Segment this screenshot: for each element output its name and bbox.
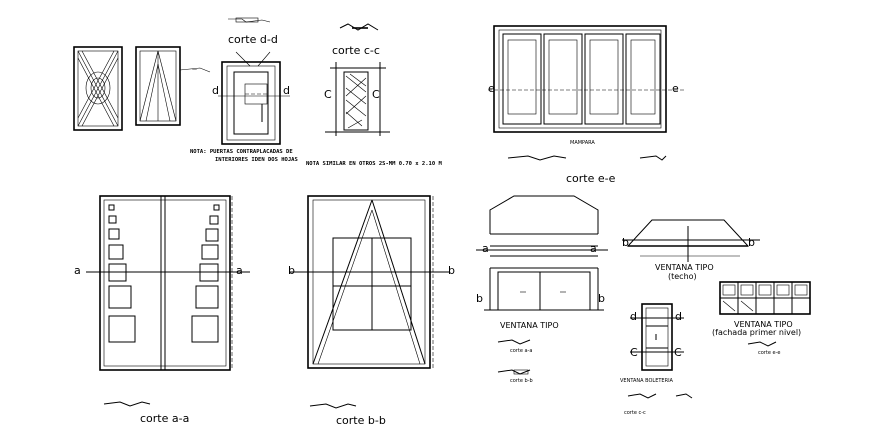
detail-ventana-boleteria: d d C C VENTANA BOLETERIA corte c-c <box>620 303 693 416</box>
marker-e-left: e <box>488 82 495 95</box>
caption-ventana-fachada-2: (fachada primer nivel) <box>712 328 801 337</box>
aa-squares-left <box>108 204 136 343</box>
marker-b-right-vt: b <box>598 292 605 305</box>
marker-c-right: C <box>372 88 380 101</box>
door-elevation-x-pattern <box>73 46 123 131</box>
detail-ventana-techo: b b VENTANA TIPO (techo) <box>622 219 760 281</box>
detail-corte-aa: a a corte a-a <box>74 195 250 425</box>
marker-d-right: d <box>283 84 290 97</box>
marker-d-left-bol: d <box>630 310 637 323</box>
detail-corte-dd: corte d-d d d <box>212 17 290 145</box>
marker-a-left-aa: a <box>74 264 81 277</box>
caption-corte-ee: corte e-e <box>566 172 616 185</box>
marker-a-right-aa: a <box>236 264 243 277</box>
caption-corte-dd: corte d-d <box>228 33 278 46</box>
marker-a-left-vt: a <box>482 242 489 255</box>
door-elevation-v-pattern: — <box>135 46 211 126</box>
mampara-elevation: e e MAMPARA corte e-e <box>488 25 686 185</box>
marker-e-right: e <box>672 82 679 95</box>
aa-squares-right <box>191 204 220 343</box>
mampara-panels <box>502 33 661 125</box>
marker-c-right-bol: C <box>674 346 682 359</box>
caption-ventana-boleteria: VENTANA BOLETERIA <box>620 378 674 384</box>
caption-ventana-techo-2: (techo) <box>668 272 697 281</box>
caption-sub-corte-bb: corte b-b <box>510 378 533 384</box>
marker-c-left: C <box>324 88 332 101</box>
caption-ventana-tipo: VENTANA TIPO <box>500 321 559 330</box>
caption-sub-corte-ee: corte e-e <box>758 350 780 356</box>
marker-b-right-bb: b <box>448 264 455 277</box>
note-line-3: NOTA SIMILAR EN OTROS 2S-MM 0.70 x 2.10 … <box>306 161 442 167</box>
caption-corte-bb: corte b-b <box>336 414 386 427</box>
detail-corte-cc-top: corte c-c C C <box>324 23 390 136</box>
caption-sub-corte-cc: corte c-c <box>624 410 646 416</box>
marker-b-left-vt: b <box>476 292 483 305</box>
marker-b-left-techo: b <box>622 236 629 249</box>
detail-corte-bb: b b corte b-b <box>288 195 455 427</box>
caption-ventana-techo-1: VENTANA TIPO <box>655 263 714 272</box>
caption-ventana-fachada-1: VENTANA TIPO <box>734 320 793 329</box>
detail-ventana-tipo: a a b b VENTANA TIPO corte a-a corte b-b <box>476 195 608 384</box>
detail-ventana-fachada: VENTANA TIPO (fachada primer nivel) cort… <box>712 281 811 356</box>
caption-corte-cc: corte c-c <box>332 44 380 57</box>
mampara-label: MAMPARA <box>570 140 595 146</box>
notes-block: NOTA: PUERTAS CONTRAPLACADAS DE INTERIOR… <box>190 149 442 167</box>
marker-d-right-bol: d <box>675 310 682 323</box>
marker-b-right-techo: b <box>748 236 755 249</box>
marker-d-left: d <box>212 84 219 97</box>
svg-text:—: — <box>192 67 197 73</box>
note-line-2: INTERIORES IDEN DOS HOJAS <box>215 157 298 163</box>
caption-corte-aa: corte a-a <box>140 412 189 425</box>
marker-b-left-bb: b <box>288 264 295 277</box>
note-line-1: NOTA: PUERTAS CONTRAPLACADAS DE <box>190 149 293 155</box>
marker-c-left-bol: C <box>630 346 638 359</box>
caption-sub-corte-aa: corte a-a <box>510 348 532 354</box>
marker-a-right-vt: a <box>590 242 597 255</box>
